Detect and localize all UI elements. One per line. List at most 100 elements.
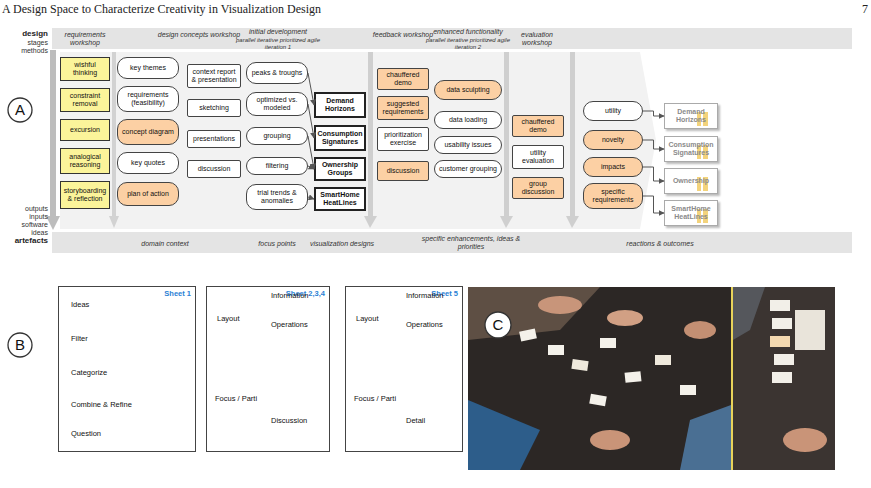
node-text: discussion xyxy=(387,167,420,175)
artefact-band xyxy=(52,232,852,253)
design-box: Consumption Signatures xyxy=(314,125,366,151)
design-thumbnail: Ownership xyxy=(664,168,718,194)
node-text: constraint removal xyxy=(63,92,107,108)
node-text: chauffered demo xyxy=(380,71,426,87)
output-box: requirements (feasibility) xyxy=(117,86,179,112)
flow-arrow xyxy=(643,140,664,149)
stage-arrow xyxy=(368,52,373,218)
output-box: customer grouping xyxy=(434,160,502,178)
stage-label: visualization designs xyxy=(302,240,382,248)
node-text: concept diagram xyxy=(122,128,174,136)
sheet-item: Layout xyxy=(217,315,240,323)
sheet-item: Layout xyxy=(356,315,379,323)
stage-label: inputs xyxy=(2,213,48,221)
method-box: storyboarding & reflection xyxy=(60,181,110,209)
stage-label: enhanced functionality xyxy=(420,28,516,36)
panel-letter: B xyxy=(7,332,33,358)
node-text: Consumption Signatures xyxy=(667,141,715,157)
stage-label: parallel iterative prioritized agile xyxy=(226,37,330,44)
sheet-title: Sheet 1 xyxy=(164,290,191,298)
node-text: peaks & troughs xyxy=(252,69,303,77)
node-text: group discussion xyxy=(515,180,561,196)
stage-label: stages xyxy=(2,39,48,47)
panel-letter: C xyxy=(484,311,512,339)
stage-label: iteration 1 xyxy=(236,44,320,51)
stage-label: reactions & outcomes xyxy=(600,240,720,248)
stage-arrow xyxy=(500,216,513,228)
flow-arrow xyxy=(643,196,664,213)
highlighted-output: data sculpting xyxy=(434,80,502,100)
node-text: Ownership Groups xyxy=(318,161,362,177)
sheet-item: Operations xyxy=(406,321,443,329)
workshop-photo xyxy=(468,287,835,470)
stage-label: iteration 2 xyxy=(420,44,516,51)
output-box: trial trends & anomalies xyxy=(246,184,308,210)
node-text: data loading xyxy=(449,116,487,124)
stage-arrow xyxy=(570,52,575,218)
sheet-item: Combine & Refine xyxy=(71,401,132,409)
stage-label: evaluation workshop xyxy=(506,31,568,46)
worksheet: Sheet 5LayoutInformationOperationsFocus … xyxy=(345,286,463,452)
node-text: optimized vs. modeled xyxy=(249,96,305,112)
highlighted-method: discussion xyxy=(377,161,429,181)
node-text: data sculpting xyxy=(446,86,489,94)
flow-arrow xyxy=(308,104,314,138)
method-box: wishful thinking xyxy=(60,57,110,81)
node-text: Consumption Signatures xyxy=(317,130,362,146)
node-text: SmartHome HeatLines xyxy=(667,205,715,221)
stage-arrow xyxy=(50,50,56,218)
node-text: A xyxy=(15,102,25,119)
method-box: prioritization exercise xyxy=(377,127,429,151)
stage-arrow xyxy=(112,52,116,218)
method-box: presentations xyxy=(187,130,241,148)
stage-label: methods xyxy=(2,47,48,55)
design-box: Demand Horizons xyxy=(314,92,366,118)
stage-arrow xyxy=(504,52,509,218)
node-text: discussion xyxy=(198,165,231,173)
node-text: storyboarding & reflection xyxy=(63,187,107,203)
node-text: presentations xyxy=(193,135,235,143)
highlighted-output: novelty xyxy=(583,130,643,150)
stage-label: domain context xyxy=(110,240,220,248)
highlighted-method: group discussion xyxy=(512,177,564,199)
stage-label: design concepts workshop xyxy=(155,31,243,39)
highlighted-output: plan of action xyxy=(117,182,179,206)
output-box: grouping xyxy=(246,127,308,145)
sheet-item: Operations xyxy=(271,321,308,329)
flow-arrow xyxy=(308,136,314,169)
design-box: SmartHome HeatLines xyxy=(314,187,366,211)
stage-label: requirements workshop xyxy=(60,31,110,46)
method-box: excursion xyxy=(60,119,110,141)
node-text: Demand Horizons xyxy=(667,108,715,124)
node-text: key themes xyxy=(130,64,166,72)
node-text: grouping xyxy=(263,132,290,140)
sheet-item: Information xyxy=(271,292,309,300)
node-text: C xyxy=(493,317,504,334)
node-text: utility evaluation xyxy=(515,149,561,165)
node-text: context report & presentation xyxy=(190,68,238,84)
output-box: key themes xyxy=(117,57,179,79)
flow-arrow xyxy=(308,73,314,105)
stage-label: outputs xyxy=(2,205,48,213)
method-box: discussion xyxy=(187,160,241,178)
node-text: excursion xyxy=(70,126,100,134)
stage-arrow xyxy=(566,216,579,228)
node-text: prioritization exercise xyxy=(380,131,426,147)
stage-label: artefacts xyxy=(2,237,48,246)
stage-label: ideas xyxy=(2,229,48,237)
output-box: usability issues xyxy=(434,136,502,154)
stage-arrow xyxy=(109,216,119,228)
node-text: wishful thinking xyxy=(63,61,107,77)
output-box: key quotes xyxy=(117,152,179,174)
highlighted-method: suggested requirements xyxy=(377,96,429,120)
sheet-item: Discussion xyxy=(271,417,307,425)
flow-arrow xyxy=(643,111,664,116)
stage-label: design xyxy=(2,30,48,39)
stage-label: initial development xyxy=(236,28,320,36)
sheet-item: Information xyxy=(406,292,444,300)
output-box: data loading xyxy=(434,111,502,129)
node-text: customer grouping xyxy=(439,165,497,173)
stage-arrow xyxy=(364,216,377,228)
node-text: plan of action xyxy=(127,190,169,198)
sheet-item: Filter xyxy=(71,335,88,343)
